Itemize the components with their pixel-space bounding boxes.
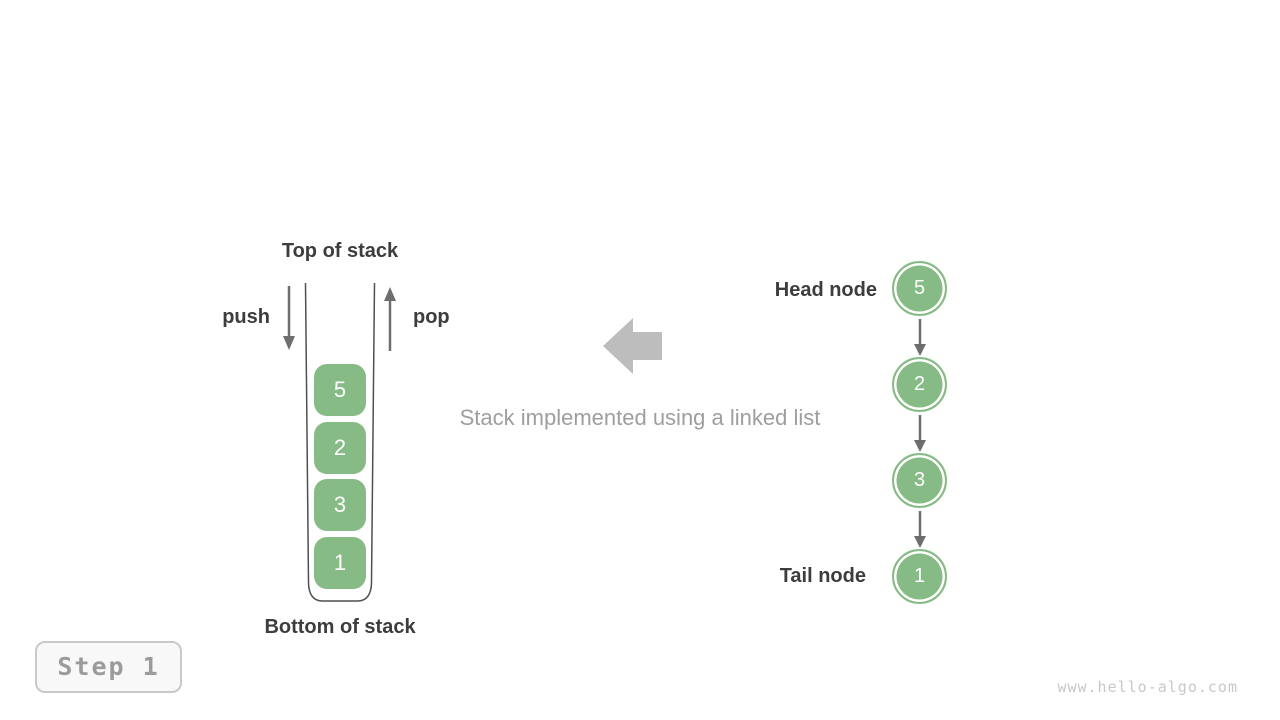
- stack-container: [304, 282, 376, 602]
- bottom-of-stack-label: Bottom of stack: [264, 616, 416, 638]
- pop-label: pop: [413, 306, 450, 328]
- stack-item: 2: [314, 422, 366, 474]
- stack-item: 5: [314, 364, 366, 416]
- watermark-text: www.hello-algo.com: [1057, 678, 1238, 696]
- linked-list-node: 1: [892, 549, 947, 604]
- top-of-stack-label: Top of stack: [281, 240, 399, 262]
- linked-list-node: 3: [892, 453, 947, 508]
- tail-node-label: Tail node: [779, 565, 866, 587]
- stack-item: 1: [314, 537, 366, 589]
- linked-list-node: 2: [892, 357, 947, 412]
- left-block-arrow-icon: [603, 318, 662, 374]
- step-badge: Step 1: [35, 641, 182, 693]
- head-node-label: Head node: [774, 279, 877, 301]
- linked-list-node: 5: [892, 261, 947, 316]
- link-arrow-icons: [914, 319, 926, 548]
- pop-arrow-icon: [384, 287, 396, 351]
- push-arrow-icon: [283, 286, 295, 350]
- caption-text: Stack implemented using a linked list: [459, 405, 821, 430]
- push-label: push: [222, 306, 270, 328]
- stack-item: 3: [314, 479, 366, 531]
